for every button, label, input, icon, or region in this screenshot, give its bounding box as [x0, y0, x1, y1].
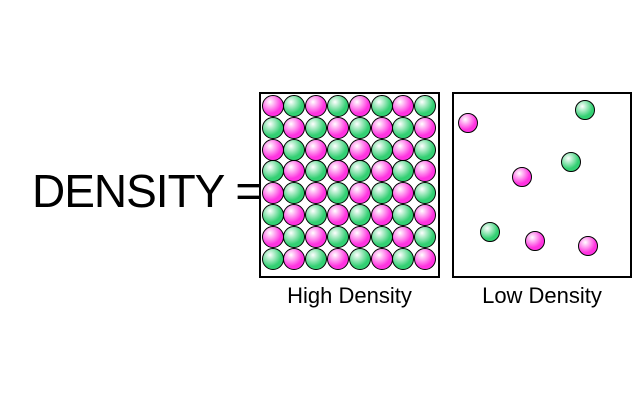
high-density-container: [259, 92, 440, 278]
high-density-particle: [370, 204, 393, 226]
high-density-particle: [414, 116, 437, 139]
high-density-particle: [414, 138, 437, 161]
high-density-particle: [392, 95, 415, 117]
high-density-particle: [326, 160, 349, 183]
high-density-particle: [348, 160, 371, 183]
high-density-particle: [305, 204, 328, 226]
low-density-container: [452, 92, 632, 278]
low-density-particle: [525, 231, 545, 251]
high-density-particle: [261, 182, 284, 205]
high-density-particle: [261, 138, 284, 161]
low-density-particle: [578, 236, 598, 256]
low-density-particle: [512, 167, 532, 187]
high-density-particle: [414, 95, 437, 117]
high-density-particle: [283, 225, 306, 248]
high-density-particle: [348, 138, 371, 161]
high-density-particle: [414, 182, 437, 205]
high-density-particle: [326, 116, 349, 139]
high-density-particle: [305, 116, 328, 139]
high-density-particle: [370, 247, 393, 270]
high-density-particle: [305, 160, 328, 183]
high-density-particle: [261, 247, 284, 270]
low-density-particle: [561, 152, 581, 172]
high-density-particle: [370, 116, 393, 139]
high-density-particle: [370, 225, 393, 248]
high-density-particle: [370, 95, 393, 117]
high-density-particle: [283, 95, 306, 117]
low-density-particle: [480, 222, 500, 242]
low-density-particle: [575, 100, 595, 120]
high-density-particle: [392, 160, 415, 183]
high-density-particle: [348, 225, 371, 248]
high-density-particle: [305, 95, 328, 117]
high-density-particle: [370, 138, 393, 161]
high-density-particle: [305, 225, 328, 248]
high-density-particle: [348, 95, 371, 117]
high-density-particle: [283, 182, 306, 205]
high-density-particle: [283, 116, 306, 139]
high-density-particle: [392, 225, 415, 248]
high-density-particle: [261, 95, 284, 117]
high-density-particle: [261, 225, 284, 248]
high-density-particle: [326, 138, 349, 161]
high-density-particle: [326, 225, 349, 248]
high-density-particle: [348, 182, 371, 205]
high-density-particle: [326, 182, 349, 205]
density-title: DENSITY =: [32, 165, 262, 217]
high-density-particle: [283, 160, 306, 183]
high-density-particle: [305, 247, 328, 270]
high-density-particle: [392, 182, 415, 205]
high-density-particle: [348, 204, 371, 226]
high-density-particle: [283, 204, 306, 226]
high-density-label: High Density: [287, 283, 412, 308]
high-density-particle: [392, 116, 415, 139]
high-density-particle: [305, 182, 328, 205]
high-density-particle: [348, 247, 371, 270]
high-density-particle: [261, 160, 284, 183]
high-density-particle: [370, 182, 393, 205]
low-density-particle: [458, 113, 478, 133]
low-density-label: Low Density: [482, 283, 602, 308]
high-density-particle: [326, 95, 349, 117]
high-density-particle: [326, 204, 349, 226]
high-density-particle: [261, 116, 284, 139]
high-density-particle: [414, 160, 437, 183]
high-density-particle: [392, 247, 415, 270]
high-density-particle: [261, 204, 284, 226]
high-density-particle: [305, 138, 328, 161]
high-density-particle: [283, 138, 306, 161]
high-density-particle: [414, 204, 437, 226]
high-density-particle: [392, 138, 415, 161]
high-density-particle: [392, 204, 415, 226]
high-density-particle: [326, 247, 349, 270]
high-density-particle: [283, 247, 306, 270]
high-density-particle: [414, 225, 437, 248]
high-density-particle: [348, 116, 371, 139]
high-density-particle: [370, 160, 393, 183]
high-density-particle: [414, 247, 437, 270]
